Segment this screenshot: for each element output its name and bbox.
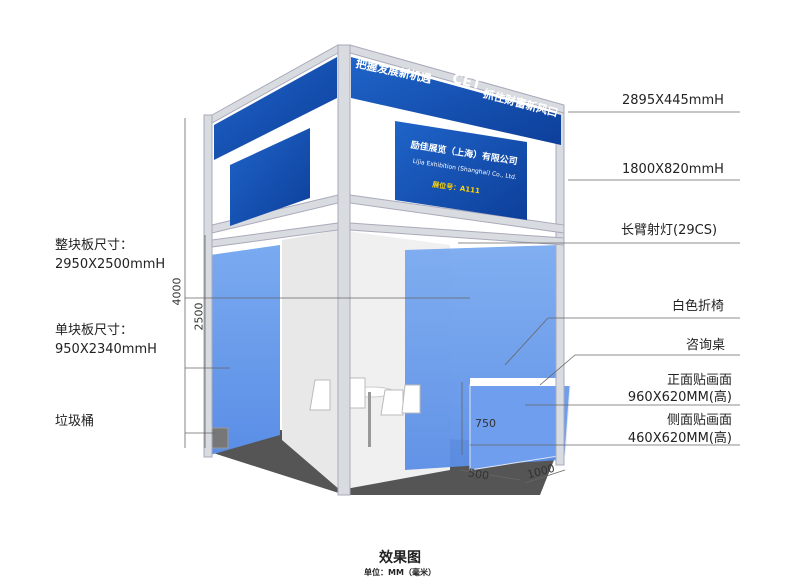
leader-lines xyxy=(184,111,740,484)
spotlight-label: 长臂射灯(29CS) xyxy=(621,223,718,238)
caption-title: 效果图 xyxy=(379,550,421,566)
whole-panel-size: 2950X2500mmH xyxy=(55,257,166,272)
aluminum-frame xyxy=(203,44,565,496)
front-graphic-size: 960X620MM(高) xyxy=(627,390,732,405)
single-panel-size: 950X2340mmH xyxy=(55,342,157,357)
white-chairs xyxy=(309,377,421,416)
total-height-dim: 4000 xyxy=(170,277,184,306)
side-graphic-title: 侧面贴画面 xyxy=(666,413,732,428)
whole-panel-title: 整块板尺寸： xyxy=(55,238,134,253)
single-panel-title: 单块板尺寸： xyxy=(55,323,134,338)
back-wall xyxy=(282,230,340,490)
header-board-left xyxy=(230,128,310,226)
fascia-size-label: 2895X445mmH xyxy=(622,93,724,108)
fascia-left xyxy=(214,57,337,160)
trash-bin xyxy=(211,427,229,449)
wall-height-dim: 2500 xyxy=(192,302,206,331)
caption-unit: 单位：MM（毫米） xyxy=(364,568,436,577)
left-wall-panel xyxy=(210,245,280,455)
counter-label: 咨询桌 xyxy=(686,338,726,353)
fascia-front xyxy=(351,57,561,145)
front-graphic-title: 正面贴画面 xyxy=(666,373,732,388)
chair-label: 白色折椅 xyxy=(672,299,725,314)
header-size-label: 1800X820mmH xyxy=(622,162,724,177)
trash-bin-label: 垃圾桶 xyxy=(55,414,95,429)
counter-height-dim: 750 xyxy=(475,417,496,430)
side-graphic-size: 460X620MM(高) xyxy=(627,431,732,446)
header-board-front xyxy=(395,121,527,220)
